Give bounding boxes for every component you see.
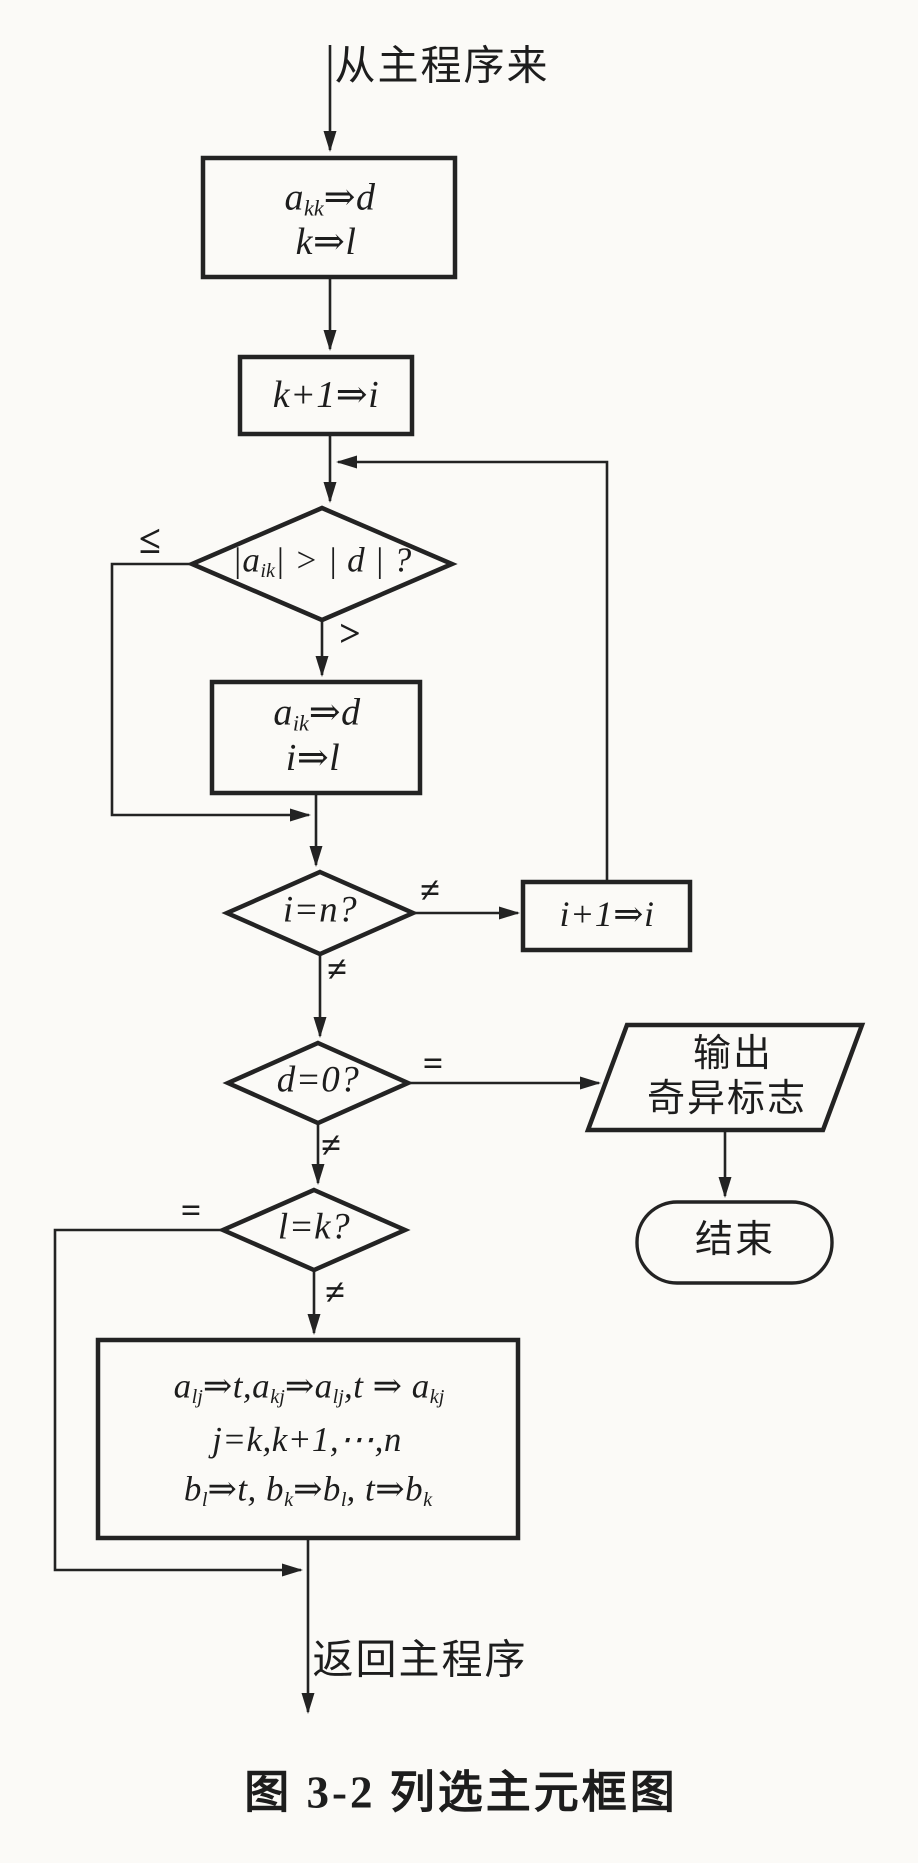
swap-rows-line2: j=k,k+1,⋯,n: [212, 1419, 402, 1459]
decision-compare-abs: [186, 505, 458, 623]
edge-increment-loop-back: [336, 455, 609, 882]
label-equal-singular: =: [422, 1043, 444, 1084]
init-box-line1: akk⇒d: [284, 176, 376, 221]
return-label: 返回主程序: [312, 1636, 528, 1683]
end-terminal-text: 结束: [694, 1219, 776, 1262]
label-equal-swap: =: [180, 1190, 202, 1231]
swap-rows-line3: bl⇒t, bk⇒bl, t⇒bk: [183, 1469, 433, 1512]
terminal-end: [635, 1200, 834, 1285]
output-parallelogram-line1: 输出: [692, 1033, 774, 1076]
label-not-equal-row-down: ≠: [327, 949, 347, 990]
increment-box-text: i+1⇒i: [559, 894, 655, 935]
process-box-set-index: [237, 354, 415, 437]
output-parallelogram-line2: 奇异标志: [646, 1078, 808, 1121]
edge-compare-le-loop: [110, 562, 311, 822]
swap-check-diamond-text: l=k?: [277, 1206, 351, 1248]
compare-diamond-text: |aik| > | d | ?: [232, 540, 412, 583]
process-box-increment: [520, 879, 693, 953]
io-parallelogram-output: [584, 1022, 866, 1133]
entry-label: 从主程序来: [334, 42, 550, 89]
row-check-diamond-text: i=n?: [282, 889, 358, 931]
swap-rows-line1: alj⇒t,akj⇒alj,t ⇒ akj: [173, 1366, 445, 1409]
figure-caption: 图 3-2 列选主元框图: [244, 1767, 678, 1818]
label-not-equal-swap: ≠: [325, 1272, 345, 1313]
save-pivot-line1: aik⇒d: [273, 691, 361, 736]
label-not-equal-row: ≠: [420, 870, 440, 911]
process-box-save-pivot: [209, 679, 423, 796]
decision-singular-check: [222, 1040, 414, 1126]
label-not-equal-singular: ≠: [321, 1125, 341, 1166]
process-box-swap-rows: [95, 1337, 521, 1541]
decision-row-check: [221, 869, 419, 957]
save-pivot-line2: i⇒l: [285, 737, 341, 780]
init-box-line2: k⇒l: [295, 221, 357, 264]
decision-swap-check: [217, 1187, 411, 1273]
label-less-equal: ≤: [139, 517, 161, 562]
label-greater: >: [339, 613, 361, 656]
singular-diamond-text: d=0?: [276, 1059, 360, 1101]
edge-swap-eq-loop: [53, 1228, 303, 1577]
set-index-box-text: k+1⇒i: [272, 374, 380, 417]
process-box-init: [200, 155, 458, 280]
